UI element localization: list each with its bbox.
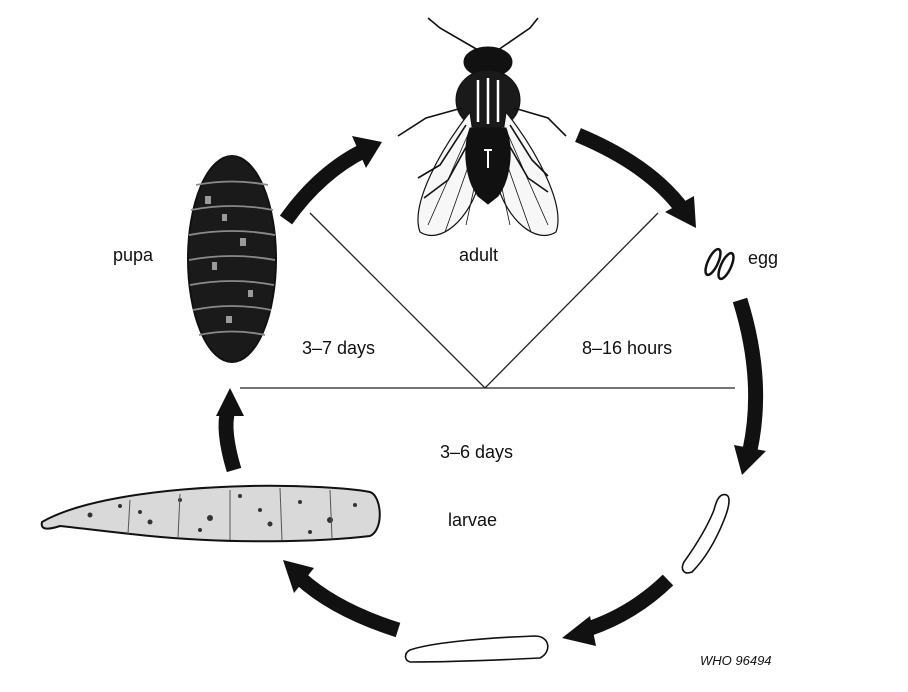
label-egg: egg [748, 248, 779, 268]
label-adult: adult [459, 245, 499, 265]
duration-larval-period: 3–6 days [440, 442, 514, 462]
divider-right-diagonal [484, 212, 659, 389]
second-larva-illustration [404, 635, 549, 663]
arrow-first-to-second-larva [562, 574, 674, 646]
third-larva-illustration [40, 484, 381, 543]
label-larvae: larvae [448, 510, 498, 530]
adult-fly-illustration [397, 17, 567, 237]
arrow-larva-to-pupa [216, 388, 244, 473]
egg-illustration [704, 247, 735, 281]
arrow-second-to-third-larva [283, 560, 401, 638]
duration-pupa-to-adult: 3–7 days [302, 338, 376, 358]
pupa-illustration [187, 155, 277, 363]
divider-left-diagonal [309, 212, 486, 389]
cycle-arrows [216, 128, 766, 646]
arrow-pupa-to-adult [279, 136, 382, 225]
arrow-adult-to-egg [575, 128, 696, 228]
figure-credit: WHO 96494 [700, 653, 772, 668]
first-larva-illustration [681, 493, 730, 574]
divider-lines [240, 212, 735, 389]
arrow-egg-to-first-larva [732, 297, 766, 475]
duration-adult-to-egg: 8–16 hours [582, 338, 673, 358]
label-pupa: pupa [113, 245, 154, 265]
